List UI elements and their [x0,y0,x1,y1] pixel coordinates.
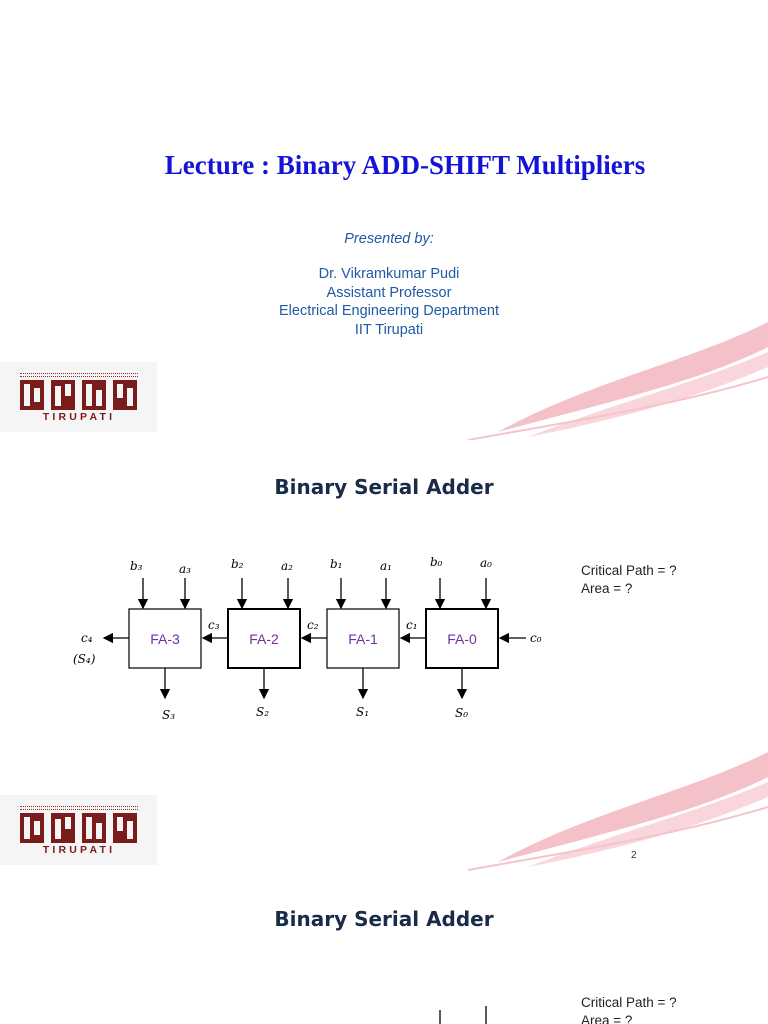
output-s3-label: S₃ [162,708,175,722]
title-slide: Lecture : Binary ADD-SHIFT Multipliers P… [0,0,768,440]
logo-text: TIRUPATI [42,844,116,856]
decorative-wave-icon [468,752,768,871]
logo-emblem-icon [20,380,137,410]
input-a2-label: a₂ [281,559,293,573]
input-a0-label: a₀ [480,556,492,570]
slide-title: Binary Serial Adder [274,475,494,499]
fa3-label: FA-3 [150,631,180,647]
page-number: 2 [631,850,637,861]
input-b0-label: b₀ [430,555,443,569]
output-s0-label: S₀ [455,706,468,720]
serial-adder-diagram: FA-3 FA-2 FA-1 FA-0 [73,555,542,722]
fa0-label: FA-0 [447,631,477,647]
presenter-department: Electrical Engineering Department [278,303,500,319]
critical-path-question: Critical Path = ? [581,563,677,578]
fa2-label: FA-2 [249,631,279,647]
input-b2-label: b₂ [231,557,244,571]
carry-c2-label: c₂ [307,618,319,632]
iit-tirupati-logo: TIRUPATI [0,362,157,432]
presented-by-label: Presented by: [344,231,434,247]
logo-text: TIRUPATI [42,411,116,423]
input-arrows [137,578,492,610]
slide-notes: Critical Path = ? Area = ? [581,562,677,597]
lecture-title: Lecture : Binary ADD-SHIFT Multipliers [164,150,646,180]
input-b3-label: b₃ [130,559,143,573]
presenter-name: Dr. Vikramkumar Pudi [318,266,460,282]
carry-c1-label: c₁ [406,618,418,632]
input-b1-label: b₁ [330,557,343,571]
full-adder-fa1: FA-1 [326,608,400,669]
presenter-position: Assistant Professor [326,284,452,301]
carry-in-label: c₀ [530,631,542,645]
slide-notes: Critical Path = ? Area = ? [581,994,677,1024]
carry-c3-label: c₃ [208,618,220,632]
output-arrows [159,668,468,700]
carry-out-label: c₄ [81,631,93,645]
full-adder-fa0: FA-0 [425,608,499,669]
presenter-institute: IIT Tirupati [354,321,424,338]
area-question: Area = ? [581,1012,633,1024]
critical-path-question: Critical Path = ? [581,995,677,1010]
serial-adder-slide-partial: Binary Serial Adder Critical Path = ? Ar… [0,872,768,1024]
output-s1-label: S₁ [356,705,369,719]
input-a3-label: a₃ [179,562,191,576]
full-adder-fa2: FA-2 [227,608,301,669]
full-adder-fa3: FA-3 [128,608,202,669]
output-s2-label: S₂ [256,705,269,719]
decorative-wave-icon [468,322,768,440]
area-question: Area = ? [581,580,633,596]
slide-title: Binary Serial Adder [274,907,494,931]
carry-out-alias-label: (S₄) [73,652,96,666]
presenter-info: Dr. Vikramkumar Pudi Assistant Professor… [0,265,768,339]
logo-emblem-icon [20,813,137,843]
serial-adder-slide: Binary Serial Adder Critical Path = ? Ar… [0,440,768,872]
fa1-label: FA-1 [348,631,378,647]
serial-adder-diagram-partial [439,1006,487,1024]
iit-tirupati-logo: TIRUPATI [0,795,157,865]
input-a1-label: a₁ [380,559,392,573]
